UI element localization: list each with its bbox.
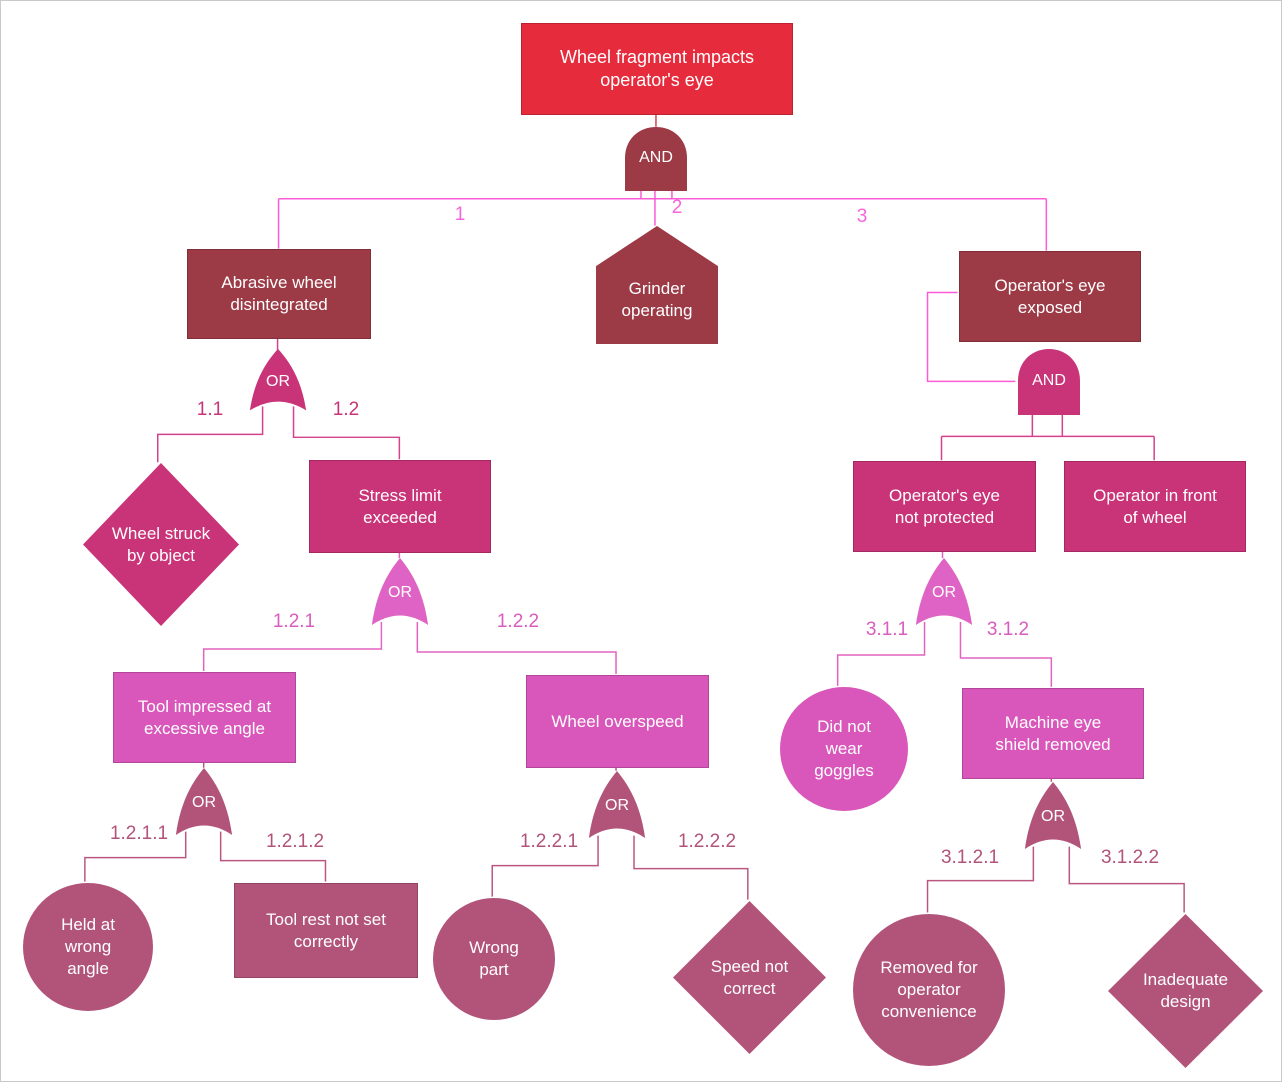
node-label: Grinder operating (621, 279, 693, 320)
node-machine-eye-shield-removed: Machine eye shield removed (962, 688, 1144, 779)
edge-label-3-1-2: 3.1.2 (986, 619, 1030, 640)
node-label: Operator's eye exposed (994, 275, 1106, 317)
node-label: Held at wrong angle (61, 915, 115, 978)
node-stress-limit-exceeded: Stress limit exceeded (309, 460, 491, 553)
edge-label-1-2-2-1: 1.2.2.1 (519, 831, 579, 852)
edge-label-3-1-2-1: 3.1.2.1 (940, 847, 1000, 868)
node-label: Removed for operator convenience (880, 958, 978, 1021)
node-label: Abrasive wheel disintegrated (221, 273, 337, 314)
node-label: Operator in front of wheel (1093, 485, 1217, 527)
node-tool-rest-not-set-correctly: Tool rest not set correctly (234, 883, 418, 978)
gate-label: OR (266, 373, 290, 391)
node-removed-for-operator-convenience: Removed for operator convenience (853, 914, 1005, 1066)
node-did-not-wear-goggles: Did not wear goggles (780, 687, 908, 811)
or-gate-icon (249, 348, 307, 411)
node-label: Did not wear goggles (814, 717, 874, 780)
node-label: Operator's eye not protected (889, 485, 1000, 527)
or-gate-stress: OR (369, 557, 431, 629)
edge-label-1-2-1-1: 1.2.1.1 (109, 823, 169, 844)
edge-label-1-1: 1.1 (196, 399, 224, 420)
edge-label-1-2-1: 1.2.1 (272, 611, 316, 632)
and-gate-icon (1018, 349, 1080, 415)
gate-label: OR (1041, 808, 1065, 826)
or-gate-icon (175, 768, 233, 835)
or-gate-icon (1024, 782, 1082, 849)
node-tool-impressed-at-excessive-angle: Tool impressed at excessive angle (113, 672, 296, 763)
node-label: Wheel overspeed (551, 711, 684, 731)
and-gate-top: AND (623, 125, 689, 191)
edge-label-2: 2 (671, 197, 683, 218)
gate-label: AND (1032, 372, 1066, 389)
edge-label-3: 3 (856, 206, 868, 227)
edge-label-1: 1 (454, 204, 466, 225)
and-gate-exposed: AND (1016, 347, 1082, 415)
edge-label-3-1-1: 3.1.1 (865, 619, 909, 640)
node-operator-in-front-of-wheel: Operator in front of wheel (1064, 461, 1246, 552)
or-gate-abrasive: OR (247, 348, 309, 414)
and-gate-icon (625, 127, 687, 191)
node-label: Speed not correct (710, 956, 789, 998)
edge-label-1-2: 1.2 (332, 399, 360, 420)
node-label: Machine eye shield removed (995, 712, 1111, 754)
node-wrong-part: Wrong part (433, 898, 555, 1020)
edge-label-3-1-2-2: 3.1.2.2 (1100, 847, 1160, 868)
or-gate-icon (915, 558, 973, 625)
or-gate-shield: OR (1022, 781, 1084, 853)
node-operators-eye-not-protected: Operator's eye not protected (853, 461, 1036, 552)
node-wheel-overspeed: Wheel overspeed (526, 675, 709, 768)
node-held-at-wrong-angle: Held at wrong angle (23, 883, 153, 1011)
node-label: Inadequate design (1142, 970, 1229, 1011)
node-label: Tool impressed at excessive angle (137, 696, 272, 738)
edge-label-1-2-2: 1.2.2 (496, 611, 540, 632)
or-gate-overspeed: OR (586, 770, 648, 842)
or-gate-icon (371, 558, 429, 625)
gate-label: OR (192, 794, 216, 812)
node-abrasive-wheel-disintegrated: Abrasive wheel disintegrated (187, 249, 371, 339)
edge-label-1-2-1-2: 1.2.1.2 (265, 831, 325, 852)
node-top-event: Wheel fragment impacts operator's eye (521, 23, 793, 115)
node-label: Wheel fragment impacts operator's eye (559, 46, 755, 90)
node-label: Stress limit exceeded (358, 485, 442, 527)
node-label: Tool rest not set correctly (265, 909, 386, 951)
edge-label-1-2-2-2: 1.2.2.2 (677, 831, 737, 852)
or-gate-tool: OR (173, 767, 235, 839)
gate-label: OR (605, 797, 629, 815)
gate-label: AND (639, 149, 673, 166)
node-label: Wheel struck by object (111, 523, 211, 565)
or-gate-icon (588, 771, 646, 838)
node-label: Wrong part (469, 938, 519, 979)
node-operators-eye-exposed: Operator's eye exposed (959, 251, 1141, 342)
gate-label: OR (388, 584, 412, 602)
gate-label: OR (932, 584, 956, 602)
or-gate-not-protected: OR (913, 557, 975, 629)
